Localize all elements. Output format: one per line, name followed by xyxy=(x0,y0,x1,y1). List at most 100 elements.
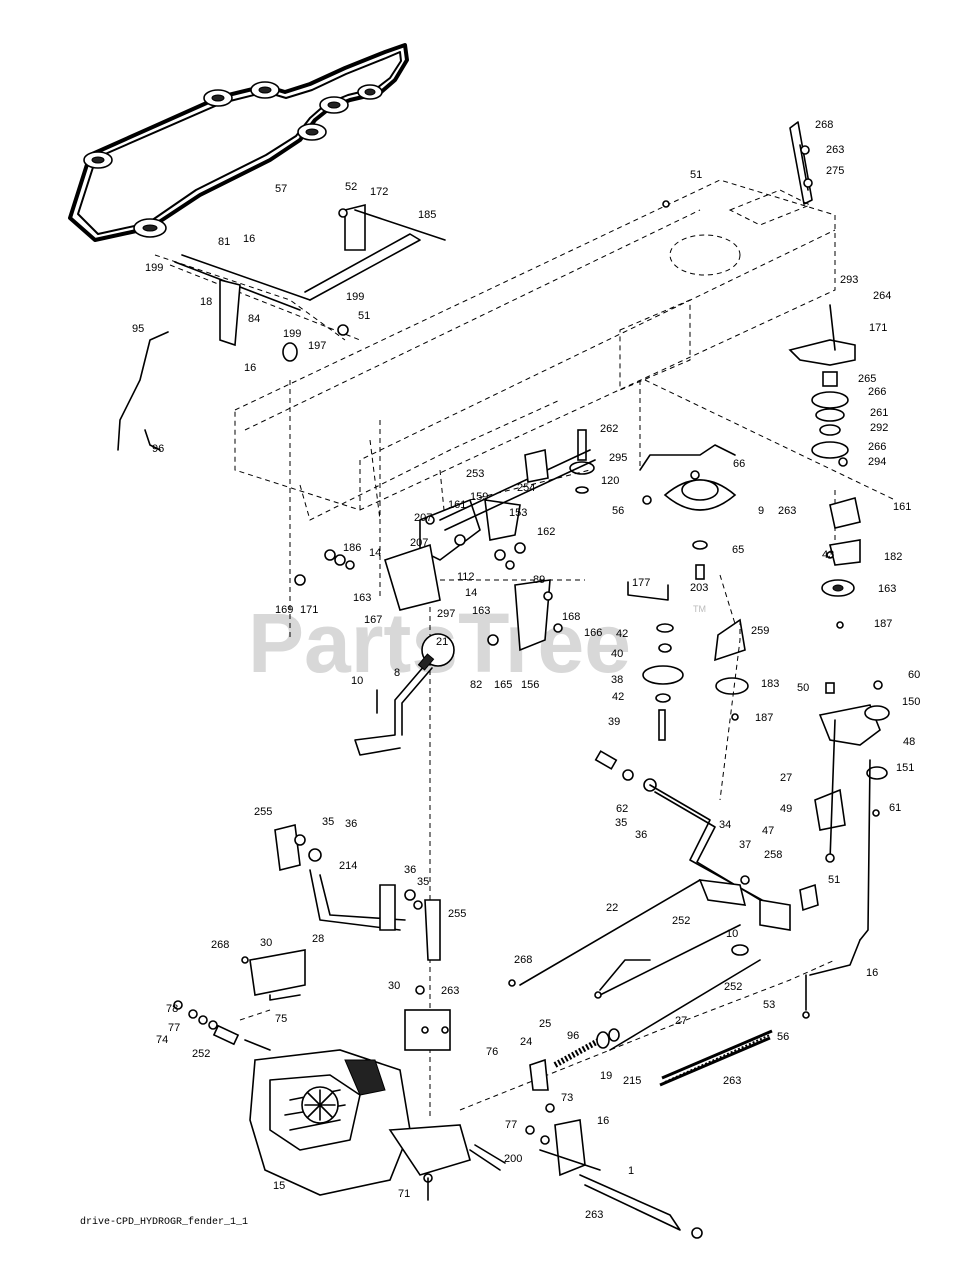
callout-label: 56 xyxy=(777,1031,789,1043)
callout-label: 203 xyxy=(690,582,708,594)
callout-label: 62 xyxy=(616,803,628,815)
callout-label: 263 xyxy=(723,1075,741,1087)
callout-label: 16 xyxy=(243,233,255,245)
callout-label: 47 xyxy=(762,825,774,837)
belt-pulleys xyxy=(83,81,383,238)
speed-control-linkage xyxy=(799,680,890,1019)
callout-label: 253 xyxy=(466,468,484,480)
callout-label: 60 xyxy=(908,669,920,681)
callout-label: 49 xyxy=(780,803,792,815)
callout-label: 34 xyxy=(719,819,731,831)
lower-brackets xyxy=(423,979,703,1239)
callout-label: 40 xyxy=(611,648,623,660)
callout-label: 30 xyxy=(260,937,272,949)
callout-label: 215 xyxy=(623,1075,641,1087)
callout-label: 163 xyxy=(353,592,371,604)
callout-label: 51 xyxy=(690,169,702,181)
callout-label: 82 xyxy=(470,679,482,691)
callout-label: 38 xyxy=(611,674,623,686)
callout-label: 265 xyxy=(858,373,876,385)
callout-label: 252 xyxy=(672,915,690,927)
callout-label: 275 xyxy=(826,165,844,177)
callout-label: 207 xyxy=(414,512,432,524)
callout-label: 16 xyxy=(597,1115,609,1127)
callout-label: 163 xyxy=(878,583,896,595)
callout-label: 42 xyxy=(612,691,624,703)
callout-label: 183 xyxy=(761,678,779,690)
tractor-frame xyxy=(234,179,836,521)
callout-label: 207 xyxy=(410,537,428,549)
callout-label: 18 xyxy=(200,296,212,308)
callout-label: 171 xyxy=(869,322,887,334)
callout-label: 161 xyxy=(448,499,466,511)
callout-label: 15 xyxy=(273,1180,285,1192)
callout-label: 57 xyxy=(275,183,287,195)
callout-label: 22 xyxy=(606,902,618,914)
lift-lever xyxy=(662,121,813,208)
callout-label: 266 xyxy=(868,386,886,398)
transmission xyxy=(173,985,506,1196)
callout-label: 74 xyxy=(156,1034,168,1046)
callout-label: 254 xyxy=(517,482,535,494)
callout-label: 1 xyxy=(628,1165,634,1177)
callout-label: 8 xyxy=(394,667,400,679)
callout-label: 42 xyxy=(616,628,628,640)
callout-label: 153 xyxy=(509,507,527,519)
callout-label: 292 xyxy=(870,422,888,434)
callout-label: 76 xyxy=(486,1046,498,1058)
callout-label: 39 xyxy=(608,716,620,728)
callout-label: 252 xyxy=(724,981,742,993)
callout-label: 81 xyxy=(218,236,230,248)
callout-label: 199 xyxy=(283,328,301,340)
trademark-mark: TM xyxy=(693,604,706,614)
callout-label: 52 xyxy=(345,181,357,193)
callout-label: 263 xyxy=(441,985,459,997)
callout-label: 25 xyxy=(539,1018,551,1030)
callout-label: 84 xyxy=(248,313,260,325)
callout-label: 169 xyxy=(275,604,293,616)
callout-label: 71 xyxy=(398,1188,410,1200)
callout-label: 172 xyxy=(370,186,388,198)
callout-label: 268 xyxy=(514,954,532,966)
callout-label: 37 xyxy=(739,839,751,851)
callout-label: 56 xyxy=(612,505,624,517)
callout-label: 27 xyxy=(780,772,792,784)
callout-label: 14 xyxy=(465,587,477,599)
callout-label: 258 xyxy=(764,849,782,861)
callout-label: 10 xyxy=(351,675,363,687)
callout-label: 66 xyxy=(733,458,745,470)
pedal xyxy=(354,633,455,756)
callout-label: 187 xyxy=(755,712,773,724)
callout-label: 255 xyxy=(254,806,272,818)
callout-label: 185 xyxy=(418,209,436,221)
callout-label: 261 xyxy=(870,407,888,419)
callout-label: 77 xyxy=(505,1119,517,1131)
callout-label: 89 xyxy=(533,574,545,586)
callout-label: 78 xyxy=(166,1003,178,1015)
callout-label: 163 xyxy=(472,605,490,617)
callout-label: 77 xyxy=(168,1022,180,1034)
callout-label: 35 xyxy=(615,817,627,829)
callout-label: 199 xyxy=(145,262,163,274)
callout-label: 96 xyxy=(567,1030,579,1042)
callout-label: 51 xyxy=(828,874,840,886)
callout-label: 161 xyxy=(893,501,911,513)
callout-label: 259 xyxy=(751,625,769,637)
callout-label: 120 xyxy=(601,475,619,487)
callout-label: 166 xyxy=(584,627,602,639)
callout-label: 171 xyxy=(300,604,318,616)
callout-label: 75 xyxy=(275,1013,287,1025)
callout-label: 263 xyxy=(585,1209,603,1221)
idler-stack-right xyxy=(788,304,861,629)
bracket-assembly xyxy=(294,449,596,652)
callout-label: 159 xyxy=(470,491,488,503)
callout-label: 162 xyxy=(537,526,555,538)
callout-label: 50 xyxy=(797,682,809,694)
callout-label: 43 xyxy=(822,549,834,561)
callout-label: 36 xyxy=(345,818,357,830)
callout-label: 36 xyxy=(635,829,647,841)
callout-label: 186 xyxy=(343,542,361,554)
callout-label: 16 xyxy=(244,362,256,374)
